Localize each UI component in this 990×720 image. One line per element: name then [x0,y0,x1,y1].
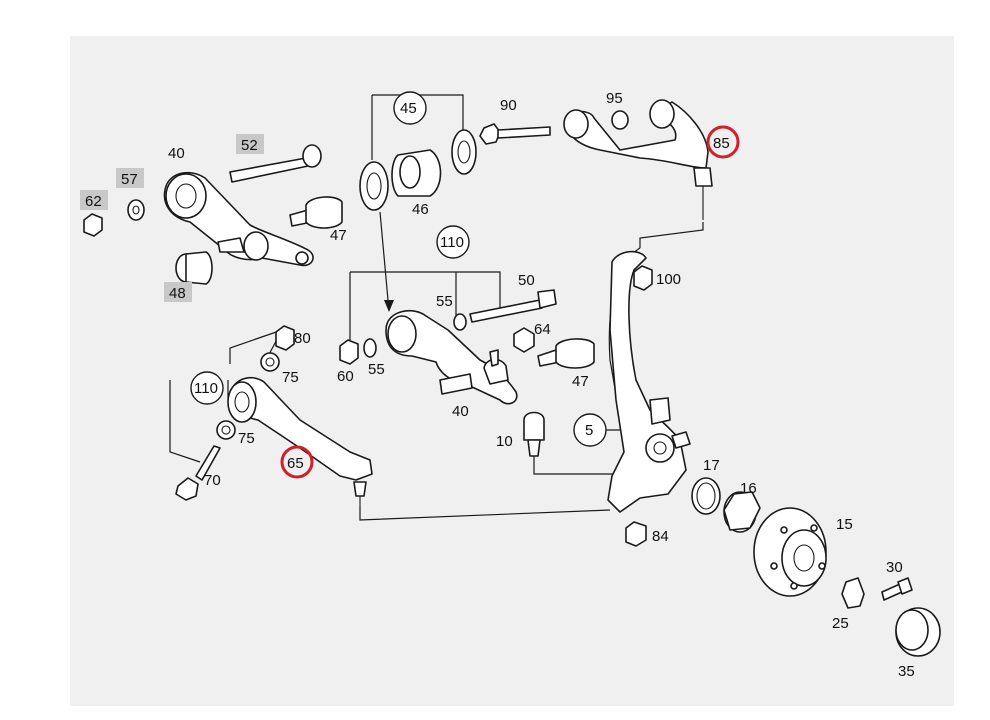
label-52: 52 [241,137,258,154]
label-110-upper: 110 [440,234,464,251]
part-84-nut[interactable] [625,521,647,547]
part-64-nut[interactable] [513,327,535,353]
part-45-46-bushing-set[interactable] [359,129,477,211]
label-65: 65 [287,455,304,472]
part-40-upper-arm[interactable] [163,171,314,267]
callout-circle-45 [393,91,427,125]
label-62: 62 [85,193,102,210]
label-box-52 [236,134,264,154]
label-16: 16 [740,480,757,497]
label-80: 80 [294,330,311,347]
part-65-lower-arm[interactable] [227,376,373,506]
label-40-upper: 40 [168,145,185,162]
label-95: 95 [606,90,623,107]
label-50: 50 [518,272,535,289]
label-10: 10 [496,433,513,450]
label-47-upper: 47 [330,227,347,244]
part-75-washer-upper[interactable] [260,352,280,372]
label-box-57 [116,168,144,188]
steering-knuckle[interactable] [607,250,691,513]
label-box-48 [164,282,192,302]
label-90: 90 [500,97,517,114]
label-60: 60 [337,368,354,385]
label-84: 84 [652,528,669,545]
part-75-washer-lower[interactable] [216,420,236,440]
part-47-ball-joint-upper[interactable] [289,196,343,229]
highlight-ring-65 [280,445,314,479]
label-35: 35 [898,663,915,680]
part-60-nut[interactable] [339,339,359,365]
label-100: 100 [656,271,681,288]
part-70-bolt[interactable] [175,445,221,501]
label-30: 30 [886,559,903,576]
label-46: 46 [412,201,429,218]
label-85: 85 [713,135,730,152]
part-48-bushing[interactable] [175,251,213,285]
part-52-bolt[interactable] [229,144,322,183]
label-110-lower: 110 [194,380,218,397]
part-95-nut[interactable] [611,110,629,130]
part-35-hub-cap[interactable] [895,607,941,657]
label-17: 17 [703,457,720,474]
callout-circle-110-lower [190,371,224,405]
label-40-lower: 40 [452,403,469,420]
part-85-upper-wishbone[interactable] [563,99,713,220]
label-45: 45 [400,100,417,117]
part-47-ball-joint-lower[interactable] [537,338,595,369]
label-box-62 [80,190,108,210]
part-62-nut[interactable] [83,213,103,237]
label-47-lower: 47 [572,373,589,390]
highlight-ring-85 [706,125,740,159]
label-5: 5 [585,422,593,439]
part-90-bolt[interactable] [479,123,551,145]
part-10-ball-joint[interactable] [523,411,545,457]
part-55-washer-lower[interactable] [363,338,377,358]
label-70: 70 [204,472,221,489]
label-57: 57 [121,171,138,188]
label-64: 64 [534,321,551,338]
part-15-wheel-hub[interactable] [753,507,827,597]
part-55-washer-upper[interactable] [453,313,467,331]
label-25: 25 [832,615,849,632]
label-75-lower: 75 [238,430,255,447]
label-75-upper: 75 [282,369,299,386]
label-15: 15 [836,516,853,533]
part-80-nut[interactable] [275,325,295,351]
diagram-panel [70,36,954,706]
part-40-lower-arm[interactable] [385,309,518,405]
part-17-seal-ring[interactable] [691,477,721,515]
label-48: 48 [169,285,186,302]
label-55-upper: 55 [436,293,453,310]
callout-circle-5 [573,413,607,447]
part-25-clamp-nut[interactable] [841,577,865,609]
part-16-bearing[interactable] [723,491,761,533]
label-55-lower: 55 [368,361,385,378]
callout-circle-110-upper [436,225,470,259]
part-57-washer[interactable] [127,199,145,221]
part-30-bolt[interactable] [881,577,913,601]
part-50-bolt[interactable] [469,289,557,323]
part-100-nut[interactable] [633,265,653,291]
